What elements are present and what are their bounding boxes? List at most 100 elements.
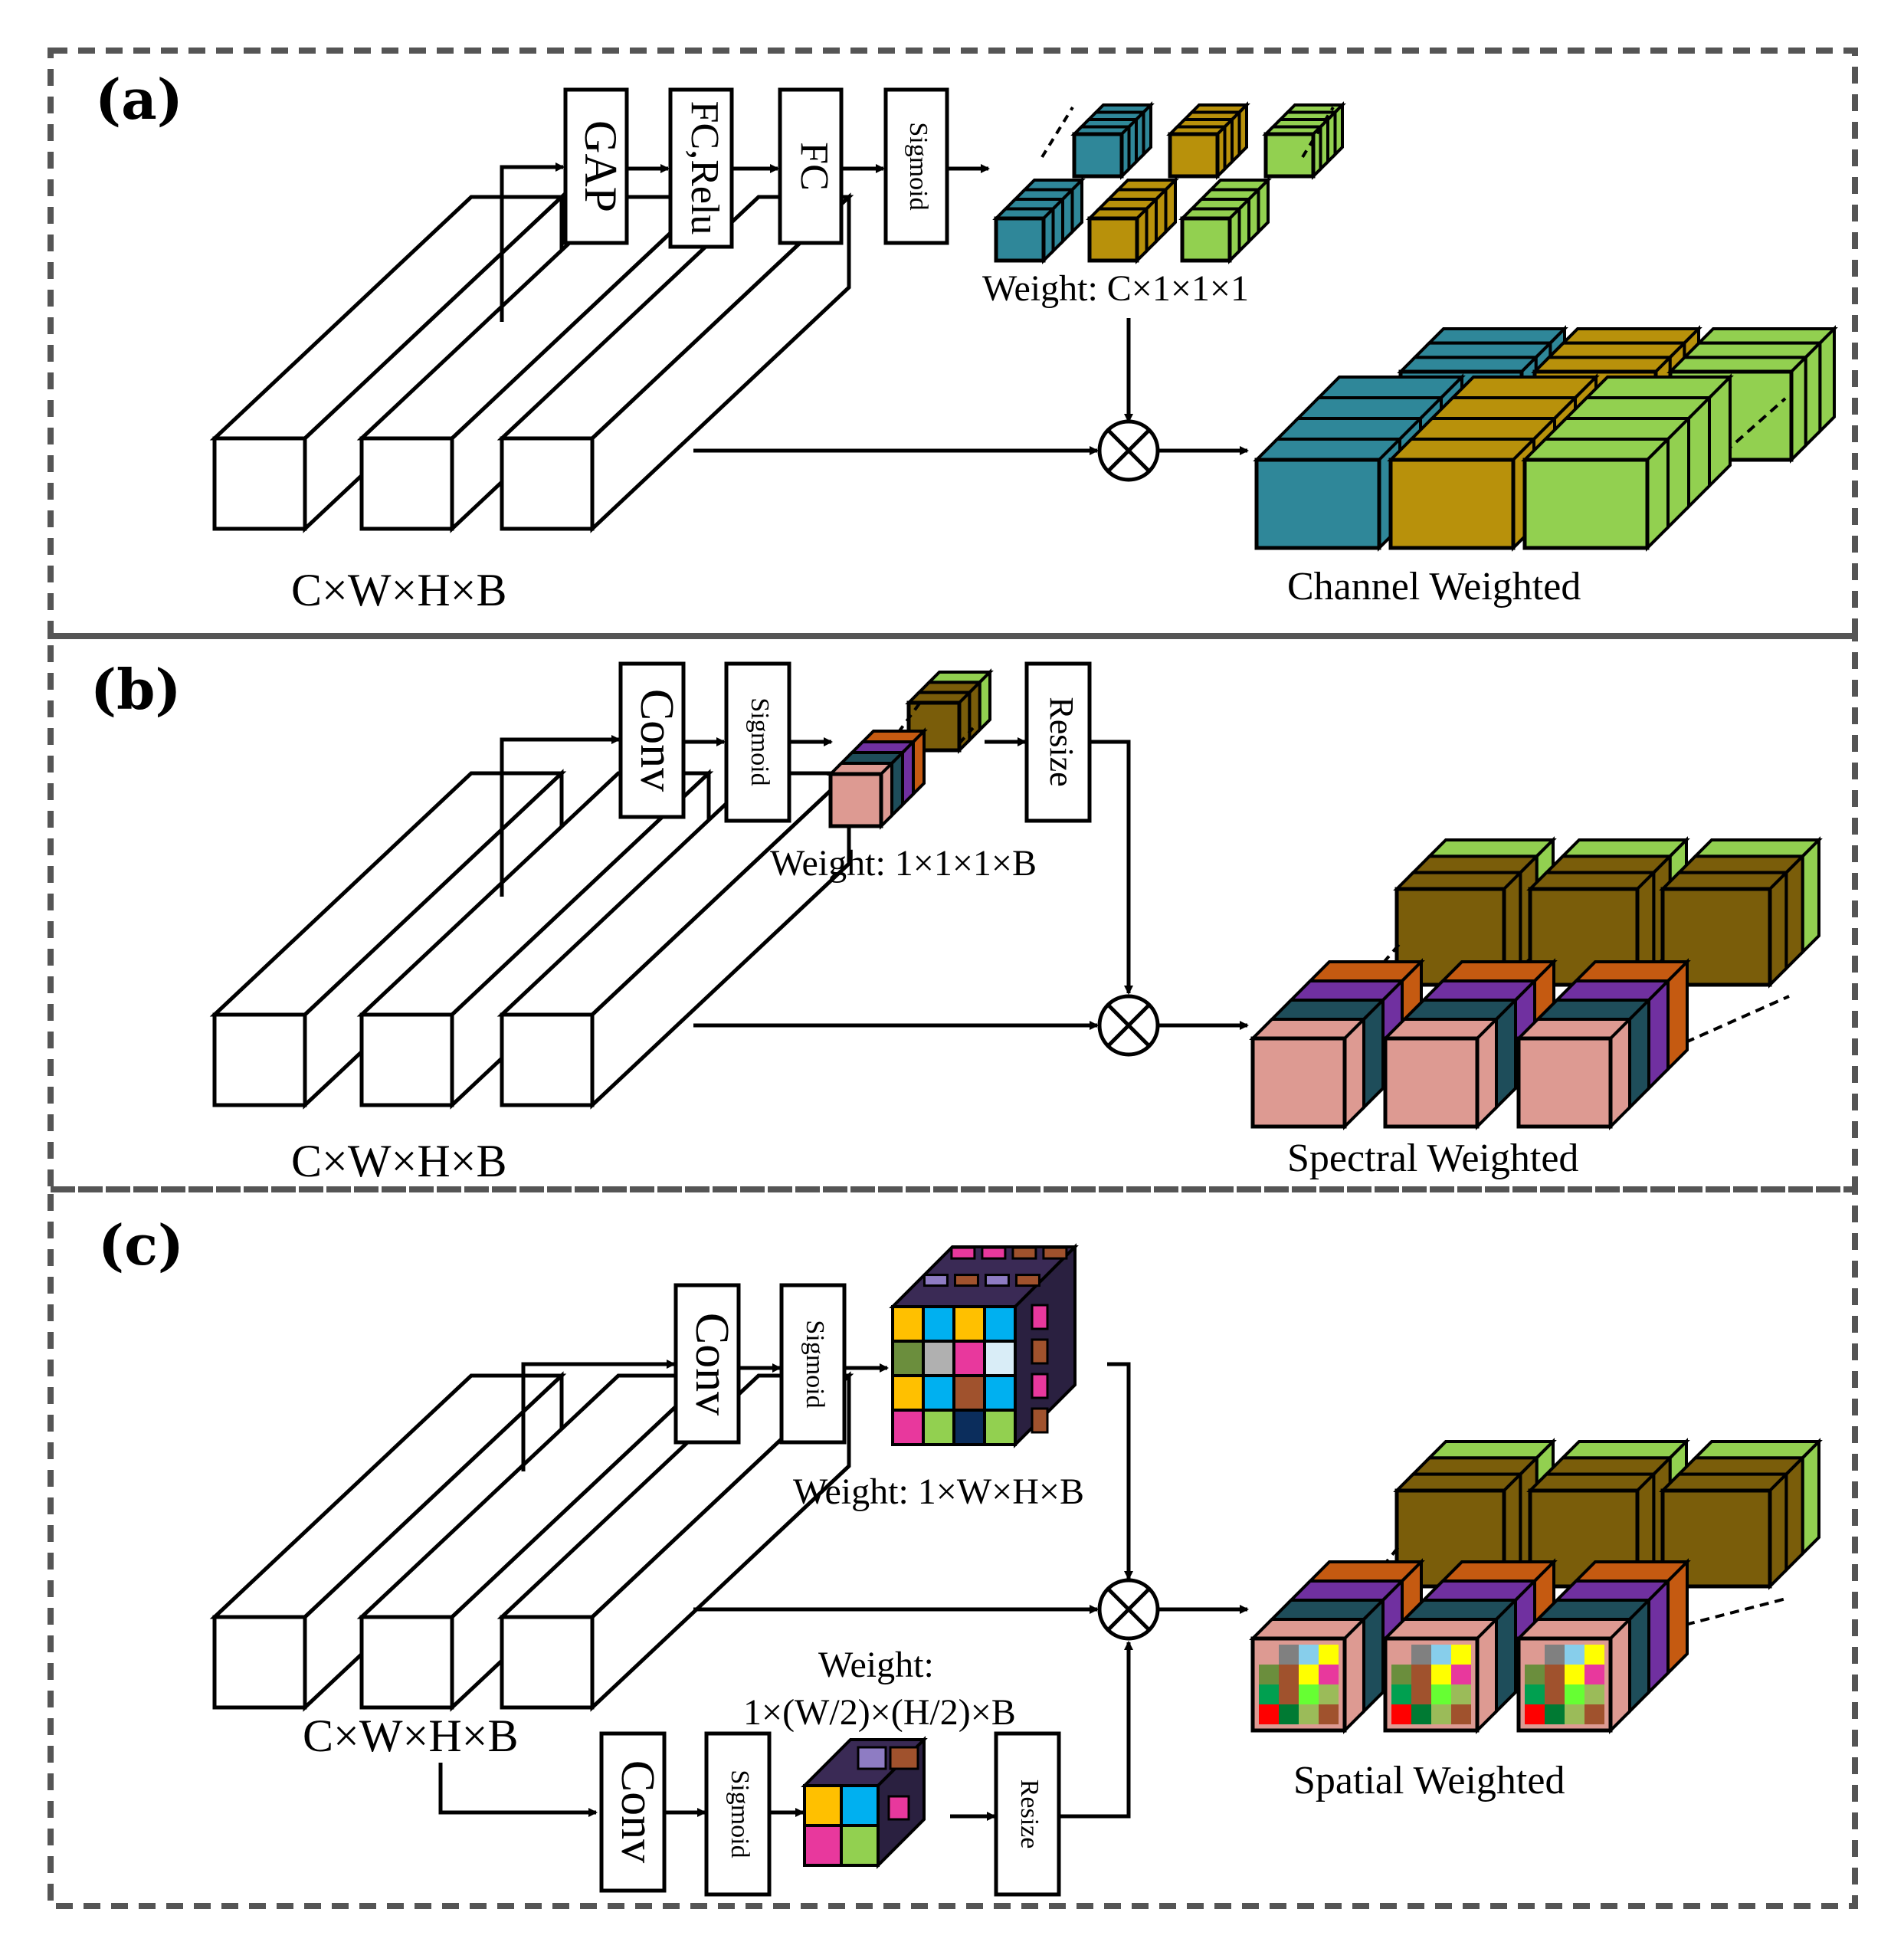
slab-front [1180,216,1232,263]
grid-cell [1391,1684,1411,1704]
slab-side [1628,1596,1650,1715]
slab-top [1425,327,1568,345]
grid-cell [1545,1684,1565,1704]
slab-top [1409,854,1541,874]
slab-front [1072,132,1124,179]
dashed-edge [1685,1596,1790,1626]
fc-block: FC [778,87,844,245]
bar-front [500,1615,595,1710]
slab-top [1542,417,1693,441]
slab-front [1522,458,1650,550]
grid-cell [1299,1684,1319,1704]
grid-cell [1584,1684,1604,1704]
grid-cell [840,1824,880,1867]
slab-top [1425,838,1557,858]
slab-front [1250,1036,1347,1129]
svg-text:FC,Relu: FC,Relu [683,101,726,235]
top-tile [1014,1274,1040,1287]
slab-top [1387,438,1538,461]
gap-block: GAP [563,87,629,245]
grid-cell [922,1374,955,1412]
grid-cell [803,1824,843,1867]
input-feature-bars [209,1371,854,1712]
slab-top [1562,396,1713,420]
grid-cell [1319,1665,1339,1684]
weight-cube-back [905,668,994,754]
slab-top [1680,341,1824,359]
bar-front [212,1615,307,1710]
weight-cube-back [1166,101,1250,180]
grid-cell [1299,1645,1319,1665]
svg-text:Conv: Conv [631,689,683,792]
side-tile [1031,1373,1049,1399]
svg-text:Conv: Conv [686,1313,738,1415]
slab-side [1609,1615,1631,1734]
multiply-icon [1097,994,1160,1057]
panel-b: Conv Sigmoid Resize Weight: 1×1×1×B C×W×… [209,661,1823,1186]
slab-front [994,216,1046,263]
slab-top [1675,854,1807,874]
grid-cell [1279,1684,1299,1704]
output-label: Spectral Weighted [1287,1137,1578,1180]
slab-front [1383,1036,1480,1129]
top-tile [889,1746,919,1770]
top-tile [981,1246,1007,1260]
bar-front [500,1012,595,1107]
grid-cell [1545,1665,1565,1684]
slab-top [1559,327,1702,345]
grid-cell [983,1340,1017,1377]
grid-cell [952,1340,986,1377]
slab-side [1647,977,1670,1092]
grid-cell [1391,1665,1411,1684]
grid-cell [1525,1684,1545,1704]
slab-top [1542,1456,1674,1476]
slab-top [1583,376,1734,399]
grid-cell [1431,1684,1451,1704]
slab-side [1687,394,1711,510]
slab-top [1428,396,1579,420]
slab-side [1609,1015,1631,1130]
grid-cell [1431,1645,1451,1665]
slab-top [1542,854,1674,874]
top-tile [923,1274,949,1287]
feature-bar [496,1371,854,1712]
grid-cell [891,1374,925,1412]
grid-cell [1525,1704,1545,1724]
weight2-label-line2: 1×(W/2)×(H/2)×B [743,1692,1016,1733]
grid-cell [1431,1665,1451,1684]
grid-cell [1259,1665,1279,1684]
grid-cell [1451,1665,1471,1684]
slab-front [1516,1036,1613,1129]
slab-top [1659,1472,1791,1492]
side-tile [1031,1407,1049,1434]
svg-text:FC: FC [792,142,836,191]
slab-side [1666,958,1689,1073]
bar-front [212,436,307,531]
slab-top [1526,1472,1658,1492]
svg-text:Sigmoid: Sigmoid [904,122,932,210]
grid-cell [1451,1645,1471,1665]
grid-cell [1565,1665,1584,1684]
slab-top [1695,327,1838,345]
grid-cell [952,1305,986,1343]
slab-top [1521,438,1672,461]
grid-cell [891,1305,925,1343]
grid-cell [1451,1684,1471,1704]
output-label: Channel Weighted [1287,565,1581,608]
grid-cell [1584,1704,1604,1724]
bar-front [500,436,595,531]
input-label: C×W×H×B [291,1136,507,1186]
svg-text:Sigmoid: Sigmoid [726,1770,754,1858]
input-feature-bars [209,769,854,1110]
sigmoid-block: Sigmoid [779,1283,847,1445]
half-spatial-weight-cube [801,1736,928,1869]
multiply-icon [1097,419,1160,482]
slab-side [1708,373,1732,490]
top-tile [984,1274,1010,1287]
slab-side [1476,1615,1498,1734]
slab-side [1784,852,1804,973]
grid-cell [1319,1704,1339,1724]
top-tile [1042,1246,1068,1260]
svg-text:Sigmoid: Sigmoid [801,1320,829,1408]
